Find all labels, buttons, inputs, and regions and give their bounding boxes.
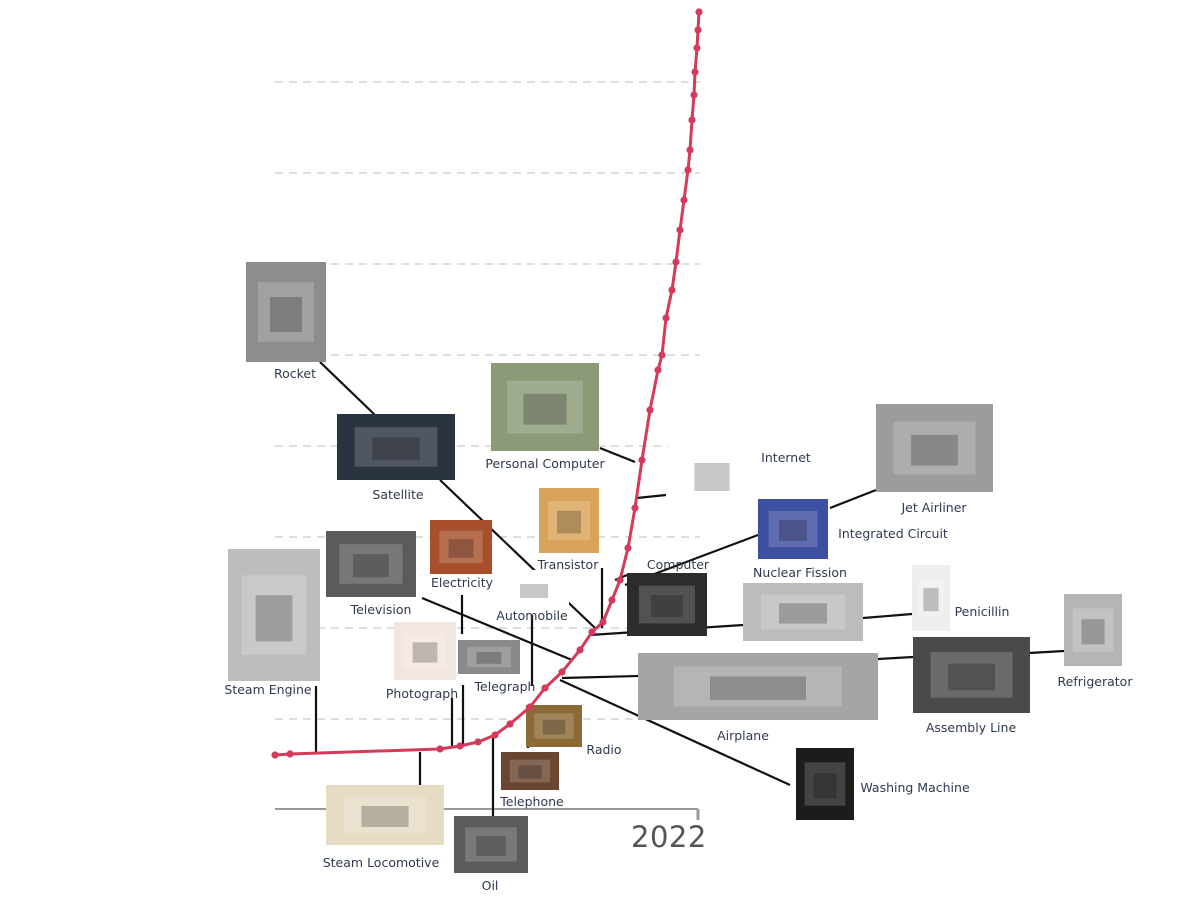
satellite-image	[337, 414, 455, 480]
data-point	[526, 703, 534, 711]
personal-computer-image	[491, 363, 599, 451]
television-image	[326, 531, 416, 597]
data-point	[576, 646, 584, 654]
data-point	[456, 742, 464, 750]
radio-label: Radio	[586, 742, 622, 757]
personal-computer-label: Personal Computer	[485, 456, 605, 471]
jet-airliner-image	[876, 404, 993, 492]
radio-image	[526, 705, 582, 747]
computer-label: Computer	[646, 557, 710, 572]
nuclear-fission-label: Nuclear Fission	[753, 565, 847, 580]
automobile-image	[499, 570, 569, 610]
steam-locomotive-label: Steam Locomotive	[322, 855, 440, 870]
connector-line	[439, 479, 596, 629]
airplane-label: Airplane	[717, 728, 769, 743]
invention-images	[228, 262, 1122, 873]
connector-line	[421, 596, 573, 662]
data-point	[684, 166, 692, 174]
computer-image	[627, 573, 707, 636]
data-point	[654, 366, 662, 374]
steam-engine-label: Steam Engine	[224, 682, 312, 697]
steam-engine-image	[228, 549, 320, 681]
photograph-label: Photograph	[385, 686, 459, 701]
nuclear-fission-image	[743, 583, 863, 641]
data-point	[672, 258, 680, 266]
data-point	[690, 91, 698, 99]
photograph-image	[394, 622, 456, 680]
automobile-label: Automobile	[496, 608, 568, 623]
data-point	[638, 456, 646, 464]
connector-line	[559, 678, 791, 787]
rocket-label: Rocket	[273, 366, 317, 381]
data-point	[271, 751, 279, 759]
airplane-image	[638, 653, 878, 720]
data-point	[599, 618, 607, 626]
internet-label: Internet	[761, 450, 811, 465]
data-point	[680, 196, 688, 204]
data-point	[693, 44, 701, 52]
data-point	[631, 504, 639, 512]
electricity-label: Electricity	[430, 575, 494, 590]
data-point	[506, 720, 514, 728]
data-point	[541, 684, 549, 692]
oil-label: Oil	[481, 878, 499, 893]
oil-image	[454, 816, 528, 873]
assembly-line-image	[913, 637, 1030, 713]
electricity-image	[430, 520, 492, 574]
transistor-image	[539, 488, 599, 553]
connector-line	[561, 674, 639, 680]
penicillin-image	[912, 565, 950, 631]
refrigerator-label: Refrigerator	[1057, 674, 1133, 689]
connector-line	[1028, 649, 1065, 655]
telephone-label: Telephone	[500, 794, 564, 809]
steam-locomotive-image	[326, 785, 444, 845]
assembly-line-label: Assembly Line	[925, 720, 1017, 735]
connector-line	[599, 446, 636, 464]
data-point	[286, 750, 294, 758]
rocket-image	[246, 262, 326, 362]
penicillin-label: Penicillin	[954, 604, 1010, 619]
data-point	[491, 731, 499, 739]
data-point	[694, 26, 702, 34]
data-point	[624, 544, 632, 552]
integrated-circuit-image	[758, 499, 828, 559]
data-point	[608, 596, 616, 604]
satellite-label: Satellite	[372, 487, 424, 502]
telegraph-image	[458, 640, 520, 674]
series-line	[274, 11, 701, 757]
data-point	[436, 745, 444, 753]
integrated-circuit-label: Integrated Circuit	[838, 526, 948, 541]
television-label: Television	[350, 602, 412, 617]
data-point	[688, 116, 696, 124]
telegraph-label: Telegraph	[474, 679, 536, 694]
transistor-label: Transistor	[537, 557, 599, 572]
refrigerator-image	[1064, 594, 1122, 666]
jet-airliner-label: Jet Airliner	[901, 500, 967, 515]
data-point	[695, 8, 703, 16]
connector-lines	[314, 361, 1065, 816]
internet-image	[668, 435, 756, 515]
data-point	[616, 576, 624, 584]
progress-line	[271, 8, 703, 759]
axis-end-year-label: 2022	[631, 820, 707, 854]
connector-line	[829, 488, 877, 510]
connector-line	[319, 361, 376, 416]
washing-machine-image	[796, 748, 854, 820]
connector-line	[877, 655, 914, 661]
washing-machine-label: Washing Machine	[860, 780, 970, 795]
data-point	[668, 286, 676, 294]
data-point	[676, 226, 684, 234]
data-point	[588, 628, 596, 636]
data-point	[662, 314, 670, 322]
data-point	[691, 68, 699, 76]
telephone-image	[501, 752, 559, 790]
data-point	[658, 351, 666, 359]
data-point	[686, 146, 694, 154]
data-point	[558, 668, 566, 676]
data-point	[646, 406, 654, 414]
connector-line	[636, 493, 667, 500]
data-point	[474, 738, 482, 746]
connector-line	[862, 612, 913, 620]
